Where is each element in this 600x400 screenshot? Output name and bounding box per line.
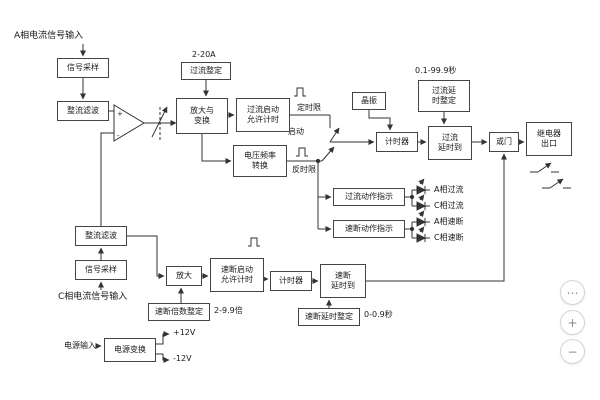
start-label: 启动 xyxy=(288,127,304,136)
potentiometer-icon xyxy=(151,106,168,140)
box-label-line: 延时到 xyxy=(331,281,355,290)
box-label-line: 延时到 xyxy=(438,143,462,152)
inverse-switch-icon xyxy=(321,146,335,162)
led-c-quickbreak-icon xyxy=(416,226,430,243)
box-label-line: 转换 xyxy=(252,161,268,170)
minus-12v-label: -12V xyxy=(173,354,192,363)
box-power-transform: 电源变换 xyxy=(104,338,156,362)
zoom-in-button[interactable]: + xyxy=(560,310,585,335)
box-label-line: 过流动作指示 xyxy=(345,192,393,201)
box-label-line: 过流启动 xyxy=(247,105,279,114)
pulse-quickbreak-icon xyxy=(248,237,260,247)
c-phase-input-label: C相电流信号输入 xyxy=(58,292,128,302)
box-label-line: 允许计时 xyxy=(221,275,253,284)
box-qb-multiple-setting: 速断倍数整定 xyxy=(148,303,210,321)
box-label-line: 整流滤波 xyxy=(85,231,117,240)
box-qb-delay-reached: 速断延时到 xyxy=(320,264,366,298)
box-label-line: 电源变换 xyxy=(114,345,146,354)
led-c-overcurrent-icon xyxy=(416,194,430,211)
box-label-line: 晶振 xyxy=(361,96,377,105)
box-or-gate: 或门 xyxy=(489,132,519,152)
box-label-line: 速断 xyxy=(335,271,351,280)
box-amplifier: 放大 xyxy=(166,266,202,286)
box-label-line: 或门 xyxy=(496,137,512,146)
box-qb-delay-setting: 速断延时整定 xyxy=(298,308,360,326)
inverse-time-label: 反时限 xyxy=(292,165,316,174)
box-label-line: 速断延时整定 xyxy=(305,312,353,321)
box-label-line: 变换 xyxy=(194,116,210,125)
led-a-quickbreak-label: A相速断 xyxy=(434,217,464,226)
qb-delay-range-label: 0-0.9秒 xyxy=(364,310,393,319)
box-rect-filter-a: 整流滤波 xyxy=(57,101,109,121)
box-oc-delay-reached: 过流延时到 xyxy=(428,126,472,160)
box-signal-sample-a: 信号采样 xyxy=(57,58,109,78)
box-label-line: 过流 xyxy=(442,133,458,142)
box-label-line: 电压频率 xyxy=(244,151,276,160)
box-label-line: 过流延 xyxy=(432,86,456,95)
box-label-line: 速断倍数整定 xyxy=(155,307,203,316)
led-a-quickbreak-icon xyxy=(416,210,430,227)
box-oc-delay-setting: 过流延时整定 xyxy=(418,80,470,112)
definite-time-label: 定时限 xyxy=(297,103,321,112)
relay-contact-icon-2 xyxy=(542,178,571,189)
box-label-line: 过流整定 xyxy=(190,66,222,75)
box-label-line: 信号采样 xyxy=(85,265,117,274)
relay-contact-icon-1 xyxy=(530,162,559,173)
box-qb-action-indicator: 速断动作指示 xyxy=(333,220,405,238)
opamp-plus-sign: + xyxy=(117,110,123,118)
box-label-line: 整流滤波 xyxy=(67,106,99,115)
zoom-out-button[interactable]: − xyxy=(560,339,585,364)
box-timer-2: 计时器 xyxy=(270,271,312,291)
box-label-line: 放大 xyxy=(176,271,192,280)
oc-range-label: 2-20A xyxy=(192,50,216,59)
box-qb-start-timing: 速断启动允许计时 xyxy=(210,258,264,292)
box-crystal: 晶振 xyxy=(352,92,386,110)
box-vf-conversion: 电压频率转换 xyxy=(233,145,287,177)
box-label-line: 速断动作指示 xyxy=(345,224,393,233)
box-oc-setting: 过流整定 xyxy=(181,62,231,80)
qb-multiple-range-label: 2-9.9倍 xyxy=(214,306,243,315)
box-label-line: 继电器 xyxy=(537,129,561,138)
box-signal-sample-c: 信号采样 xyxy=(75,260,127,280)
box-oc-start-timing: 过流启动允许计时 xyxy=(236,98,290,132)
box-label-line: 时整定 xyxy=(432,96,456,105)
box-relay-outlet: 继电器出口 xyxy=(526,122,572,156)
opamp-minus-sign: - xyxy=(117,132,120,140)
box-label-line: 计时器 xyxy=(385,137,409,146)
box-label-line: 出口 xyxy=(541,139,557,148)
flow-lines: + - xyxy=(80,44,571,363)
box-label-line: 放大与 xyxy=(190,106,214,115)
led-c-overcurrent-label: C相过流 xyxy=(434,201,464,210)
minus-icon: − xyxy=(567,344,578,359)
oc-delay-range-label: 0.1-99.9秒 xyxy=(415,66,457,75)
opamp-icon: + - xyxy=(113,104,145,142)
led-c-quickbreak-label: C相速断 xyxy=(434,233,464,242)
box-label-line: 速断启动 xyxy=(221,265,253,274)
plus-12v-label: +12V xyxy=(173,328,196,337)
box-amp-transform: 放大与变换 xyxy=(176,98,228,134)
box-label-line: 计时器 xyxy=(279,276,303,285)
led-a-overcurrent-icon xyxy=(416,178,430,195)
pulse-definite-icon xyxy=(294,87,306,97)
floating-more-button[interactable]: ⋯ xyxy=(560,280,585,305)
box-rect-filter-c: 整流滤波 xyxy=(75,226,127,246)
start-switch-icon xyxy=(329,127,340,143)
a-phase-input-label: A相电流信号输入 xyxy=(14,31,84,41)
led-a-overcurrent-label: A相过流 xyxy=(434,185,464,194)
plus-icon: + xyxy=(567,315,578,330)
box-timer-1: 计时器 xyxy=(376,132,418,152)
pulse-inverse-icon xyxy=(296,147,308,157)
more-icon: ⋯ xyxy=(566,285,579,300)
box-label-line: 允许计时 xyxy=(247,115,279,124)
box-label-line: 信号采样 xyxy=(67,63,99,72)
power-input-label: 电源输入 xyxy=(64,341,96,350)
box-oc-action-indicator: 过流动作指示 xyxy=(333,188,405,206)
